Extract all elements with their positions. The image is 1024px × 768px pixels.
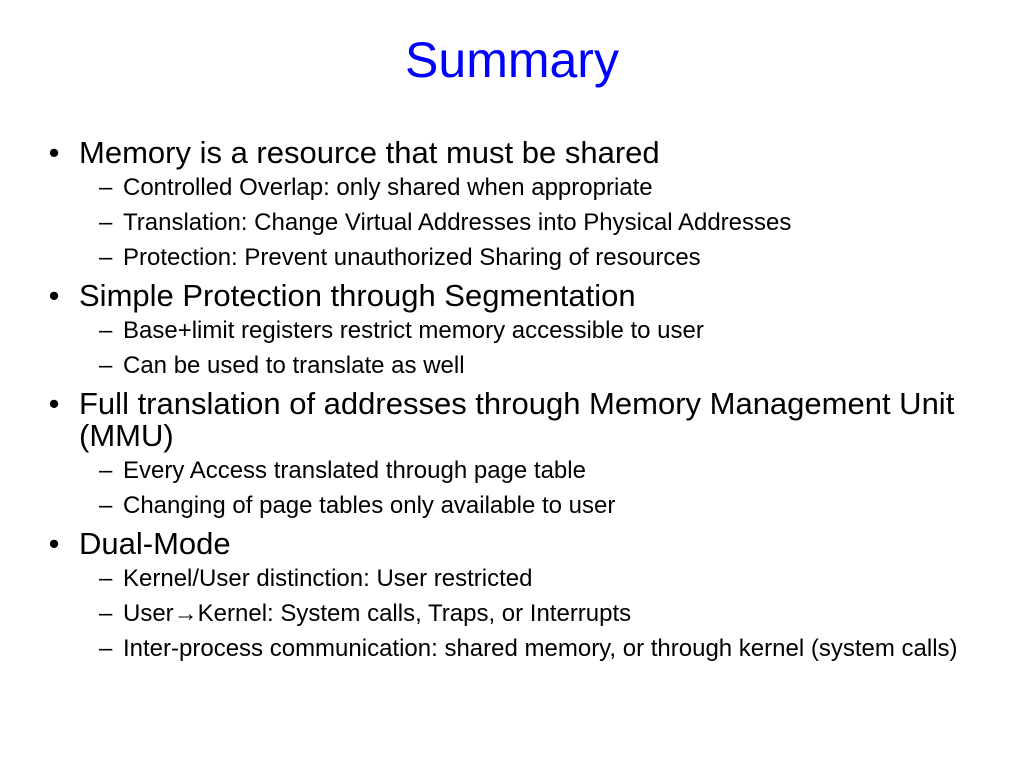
sub-bullet-item: –Inter-process communication: shared mem… bbox=[79, 635, 984, 663]
bullet-text: Simple Protection through Segmentation bbox=[79, 278, 636, 313]
dash-icon: – bbox=[99, 635, 113, 662]
dash-icon: – bbox=[99, 317, 113, 344]
sub-bullet-item: –Protection: Prevent unauthorized Sharin… bbox=[79, 244, 984, 272]
sub-bullet-item: –Base+limit registers restrict memory ac… bbox=[79, 317, 984, 345]
dash-icon: – bbox=[99, 600, 113, 627]
bullet-item: • Simple Protection through Segmentation… bbox=[44, 280, 984, 380]
bullet-text: Dual-Mode bbox=[79, 526, 231, 561]
sub-bullet-item: –Kernel/User distinction: User restricte… bbox=[79, 565, 984, 593]
bullet-dot-icon: • bbox=[48, 278, 60, 313]
sub-bullet-text: Can be used to translate as well bbox=[123, 352, 465, 379]
bullet-dot-icon: • bbox=[48, 135, 60, 170]
dash-icon: – bbox=[99, 244, 113, 271]
sub-bullet-text: Kernel/User distinction: User restricted bbox=[123, 565, 533, 592]
bullet-text: Memory is a resource that must be shared bbox=[79, 135, 660, 170]
sub-bullet-text: Changing of page tables only available t… bbox=[123, 492, 616, 519]
slide-content: • Memory is a resource that must be shar… bbox=[44, 137, 984, 671]
dash-icon: – bbox=[99, 352, 113, 379]
bullet-item: • Memory is a resource that must be shar… bbox=[44, 137, 984, 272]
sub-bullet-list: –Controlled Overlap: only shared when ap… bbox=[79, 174, 984, 272]
bullet-dot-icon: • bbox=[48, 386, 60, 421]
sub-bullet-list: –Every Access translated through page ta… bbox=[79, 457, 984, 520]
bullet-item: • Full translation of addresses through … bbox=[44, 388, 984, 520]
sub-bullet-item: –User→Kernel: System calls, Traps, or In… bbox=[79, 600, 984, 628]
sub-bullet-item: –Changing of page tables only available … bbox=[79, 492, 984, 520]
sub-bullet-text: Controlled Overlap: only shared when app… bbox=[123, 174, 653, 201]
sub-bullet-text: Protection: Prevent unauthorized Sharing… bbox=[123, 244, 701, 271]
sub-bullet-item: –Can be used to translate as well bbox=[79, 352, 984, 380]
dash-icon: – bbox=[99, 457, 113, 484]
dash-icon: – bbox=[99, 492, 113, 519]
dash-icon: – bbox=[99, 565, 113, 592]
sub-bullet-text: Every Access translated through page tab… bbox=[123, 457, 586, 484]
dash-icon: – bbox=[99, 174, 113, 201]
sub-bullet-text: Inter-process communication: shared memo… bbox=[123, 635, 958, 662]
bullet-list: • Memory is a resource that must be shar… bbox=[44, 137, 984, 663]
bullet-text: Full translation of addresses through Me… bbox=[79, 386, 955, 453]
bullet-dot-icon: • bbox=[48, 526, 60, 561]
sub-bullet-list: –Kernel/User distinction: User restricte… bbox=[79, 565, 984, 663]
sub-bullet-text: Base+limit registers restrict memory acc… bbox=[123, 317, 704, 344]
sub-bullet-item: –Every Access translated through page ta… bbox=[79, 457, 984, 485]
bullet-item: • Dual-Mode –Kernel/User distinction: Us… bbox=[44, 528, 984, 663]
sub-bullet-list: –Base+limit registers restrict memory ac… bbox=[79, 317, 984, 380]
sub-bullet-item: –Controlled Overlap: only shared when ap… bbox=[79, 174, 984, 202]
dash-icon: – bbox=[99, 209, 113, 236]
sub-bullet-text: Translation: Change Virtual Addresses in… bbox=[123, 209, 792, 236]
slide-title: Summary bbox=[405, 32, 619, 88]
sub-bullet-text: User→Kernel: System calls, Traps, or Int… bbox=[123, 600, 632, 627]
sub-bullet-item: –Translation: Change Virtual Addresses i… bbox=[79, 209, 984, 237]
